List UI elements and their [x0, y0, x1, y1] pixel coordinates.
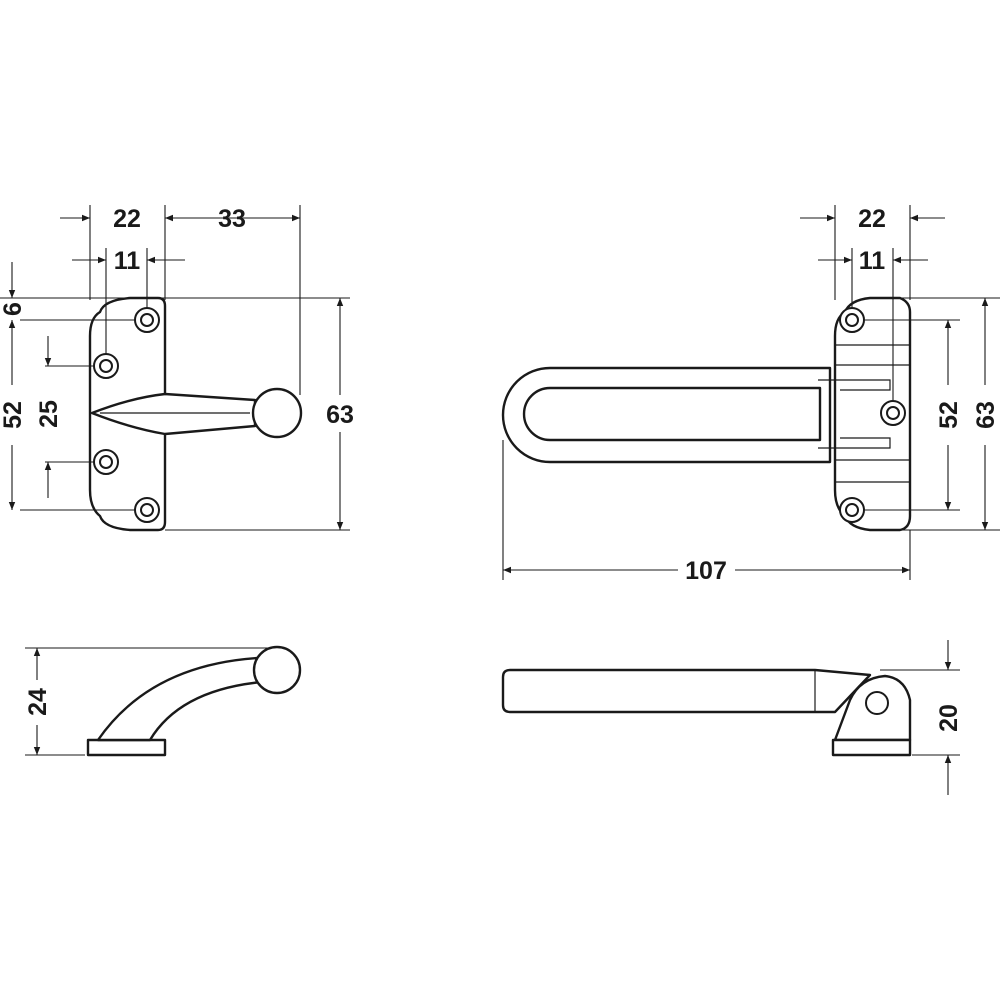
dim-107: 107 [685, 557, 727, 585]
dim-52: 52 [0, 401, 27, 429]
dim-63-right: 63 [972, 401, 1000, 429]
dim-33: 33 [218, 205, 246, 233]
left-side-view: 24 [24, 645, 302, 757]
dim-11-right: 11 [859, 247, 886, 275]
dim-20: 20 [935, 704, 963, 732]
dim-63: 63 [326, 401, 354, 429]
base-plate-side [86, 738, 167, 757]
dim-22-right: 22 [858, 205, 886, 233]
screw-holes-right [839, 307, 906, 523]
swing-bar-side [501, 668, 872, 714]
dim-6: 6 [0, 302, 27, 316]
left-front-view: 22 33 11 6 52 25 63 [0, 205, 354, 532]
knob-arm-side [96, 656, 264, 742]
right-side-view: 20 [501, 640, 963, 795]
dim-25: 25 [35, 400, 63, 428]
dim-52-right: 52 [935, 401, 963, 429]
dim-11: 11 [114, 247, 141, 275]
right-front-view: 22 11 52 63 107 [501, 205, 1000, 585]
knob-ball [251, 387, 303, 439]
dim-22: 22 [113, 205, 141, 233]
knob-ball-side [252, 645, 302, 695]
dim-24: 24 [24, 688, 52, 716]
base-plate-side-right [831, 738, 912, 757]
screw-holes [93, 307, 160, 523]
